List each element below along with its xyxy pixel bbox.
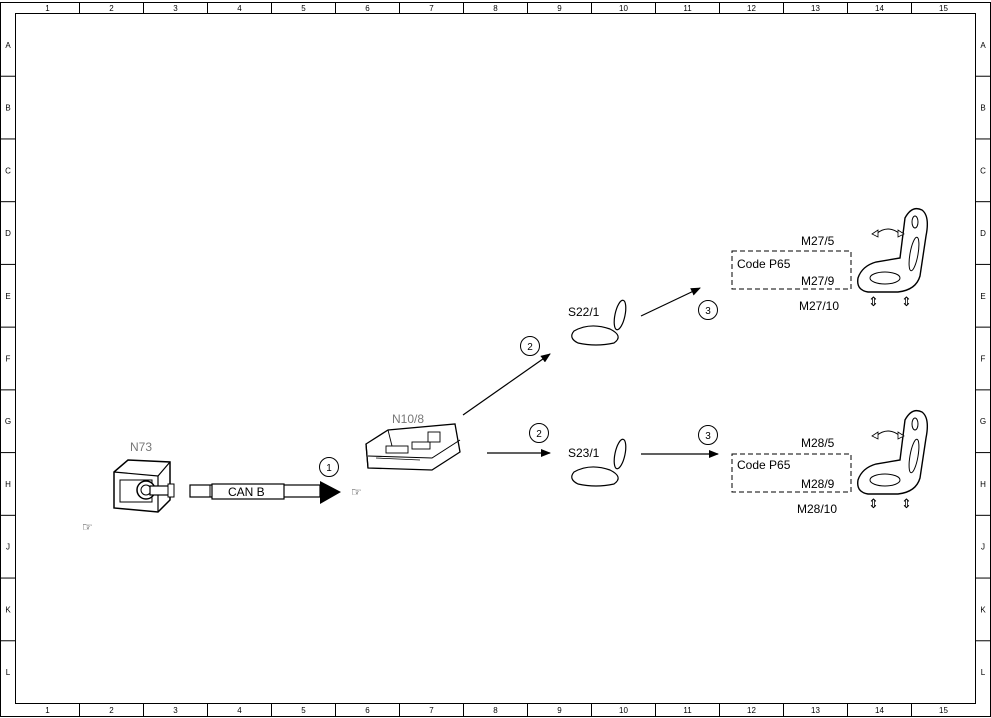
column-label: 9: [557, 4, 562, 13]
row-label: H: [5, 480, 11, 489]
column-label: 7: [429, 706, 434, 715]
step-1-label: 1: [326, 463, 332, 474]
s23-1-label: S23/1: [568, 446, 600, 460]
can-b-label: CAN B: [228, 485, 265, 499]
column-label: 13: [811, 706, 820, 715]
s23-1-seat-switch: [571, 438, 627, 487]
row-ruler-left: A B C D E F G H J K L: [0, 41, 16, 677]
column-label: 10: [619, 4, 628, 13]
row-label: L: [981, 668, 986, 677]
double-arrow-icon: ⇕: [868, 496, 879, 511]
row-label: J: [981, 543, 985, 552]
column-label: 11: [683, 4, 692, 13]
step-2-upper-label: 2: [527, 342, 533, 353]
step-1-circle: [319, 457, 339, 477]
column-label: 7: [429, 4, 434, 13]
double-arrow-icon: ⇕: [901, 496, 912, 511]
column-label: 10: [619, 706, 628, 715]
s22-1-label: S22/1: [568, 305, 600, 319]
upper-seat-icon: [857, 207, 929, 293]
column-label: 5: [301, 706, 306, 715]
step-3-upper-label: 3: [705, 306, 711, 317]
column-label: 1: [45, 4, 50, 13]
m28-10-label: M28/10: [797, 502, 837, 516]
column-label: 9: [557, 706, 562, 715]
column-label: 8: [493, 4, 498, 13]
column-label: 4: [237, 4, 242, 13]
row-label: G: [980, 417, 986, 426]
double-arrow-icon: ⇕: [901, 294, 912, 309]
step-3-lower-label: 3: [705, 431, 711, 442]
column-label: 8: [493, 706, 498, 715]
lower-seat-icon: [857, 409, 929, 495]
row-label: B: [5, 104, 10, 113]
row-label: B: [980, 104, 985, 113]
row-label: K: [5, 605, 11, 614]
row-label: G: [5, 417, 11, 426]
arrow-to-s22-1: [462, 353, 551, 416]
row-label: K: [980, 605, 986, 614]
row-label: J: [6, 543, 10, 552]
row-label: C: [980, 166, 986, 175]
m28-5-label: M28/5: [801, 436, 835, 450]
can-b-bus-arrow: [189, 481, 341, 504]
row-label: A: [5, 41, 11, 50]
row-label: H: [980, 480, 986, 489]
pointer-icon: ☞: [82, 520, 93, 534]
m28-9-label: M28/9: [801, 477, 835, 491]
column-label: 1: [45, 706, 50, 715]
column-label: 3: [173, 706, 178, 715]
row-label: L: [6, 668, 11, 677]
arrow-to-upper-seat: [640, 287, 701, 317]
column-label: 5: [301, 4, 306, 13]
column-label: 2: [109, 4, 114, 13]
step-2-upper-circle: [520, 336, 540, 356]
row-label: E: [5, 292, 10, 301]
pointer-icon: ☞: [351, 485, 362, 499]
column-label: 12: [747, 4, 756, 13]
inner-frame: [15, 13, 976, 704]
step-3-upper-circle: [698, 300, 718, 320]
code-p65-lower-box: [731, 453, 852, 493]
column-label: 11: [683, 706, 692, 715]
n10-8-control-module: [365, 423, 461, 471]
m27-10-label: M27/10: [799, 299, 839, 313]
s22-1-seat-switch: [571, 299, 627, 346]
double-arrow-icon: ⇕: [868, 294, 879, 309]
row-label: D: [980, 229, 986, 238]
step-2-lower-label: 2: [536, 429, 542, 440]
column-label: 2: [109, 706, 114, 715]
code-p65-upper-box: [731, 250, 852, 290]
column-label: 15: [939, 4, 948, 13]
column-label: 6: [365, 4, 370, 13]
column-label: 14: [875, 4, 884, 13]
n73-ignition-switch: [113, 459, 175, 513]
column-label: 12: [747, 706, 756, 715]
column-label: 4: [237, 706, 242, 715]
m27-5-label: M27/5: [801, 234, 835, 248]
column-label: 3: [173, 4, 178, 13]
column-label: 13: [811, 4, 820, 13]
m27-9-label: M27/9: [801, 274, 835, 288]
column-label: 15: [939, 706, 948, 715]
row-ruler-right: A B C D E F G H J K L: [975, 41, 991, 677]
row-label: E: [980, 292, 985, 301]
column-label: 6: [365, 706, 370, 715]
n73-label: N73: [130, 440, 152, 454]
step-2-lower-circle: [529, 423, 549, 443]
row-label: F: [6, 355, 11, 364]
row-label: F: [981, 355, 986, 364]
row-label: A: [980, 41, 986, 50]
code-p65-lower-label: Code P65: [737, 458, 791, 472]
row-label: D: [5, 229, 11, 238]
column-label: 14: [875, 706, 884, 715]
row-label: C: [5, 166, 11, 175]
code-p65-upper-label: Code P65: [737, 257, 791, 271]
step-3-lower-circle: [698, 425, 718, 445]
n10-8-label: N10/8: [392, 412, 424, 426]
